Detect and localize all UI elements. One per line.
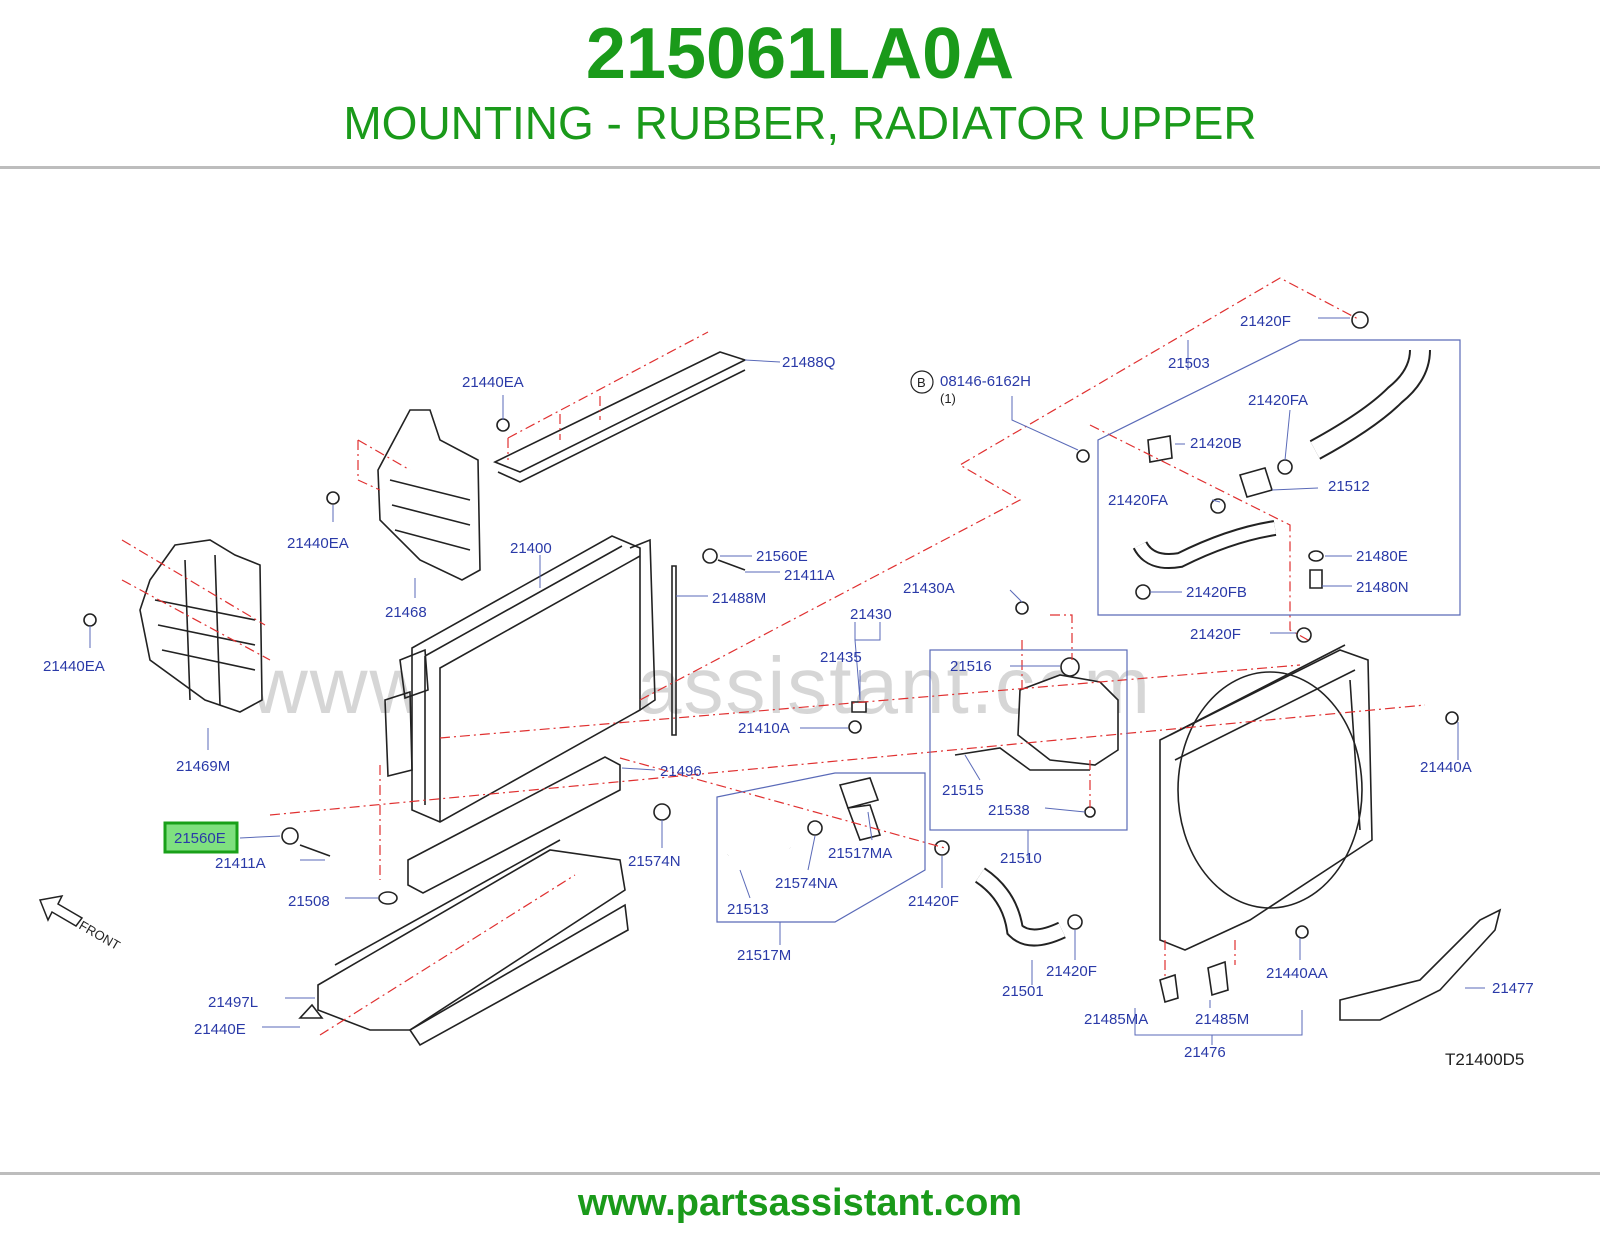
callout-21513: 21513 — [727, 901, 769, 918]
callout-21469M: 21469M — [176, 758, 230, 775]
callout-21430: 21430 — [850, 606, 892, 623]
callout-21496: 21496 — [660, 763, 702, 780]
callout-21574N: 21574N — [628, 853, 681, 870]
footer-divider — [0, 1172, 1600, 1175]
callout-21411A-top: 21411A — [784, 567, 835, 584]
callout-21480N: 21480N — [1356, 579, 1409, 596]
callout-21440EA-left: 21440EA — [43, 658, 105, 675]
leader-lines — [89, 317, 1485, 1045]
bolt-quantity: (1) — [940, 391, 956, 406]
callout-21488M: 21488M — [712, 590, 766, 607]
callout-21501: 21501 — [1002, 983, 1044, 1000]
callout-21516: 21516 — [950, 658, 992, 675]
grommet-21435 — [851, 701, 867, 713]
bolt-21430A — [1015, 601, 1029, 615]
callout-21476: 21476 — [1184, 1044, 1226, 1061]
callout-21411A-bottom: 21411A — [215, 855, 266, 872]
header-divider — [0, 166, 1600, 169]
callout-21538: 21538 — [988, 802, 1030, 819]
fan-shroud-21476 — [1159, 644, 1459, 1004]
callout-21410A: 21410A — [738, 720, 790, 737]
callout-21512: 21512 — [1328, 478, 1370, 495]
group-box-21517M — [716, 772, 926, 923]
callout-21420FA-top: 21420FA — [1248, 392, 1308, 409]
callout-21420FB: 21420FB — [1186, 584, 1247, 601]
air-guide-21468 — [357, 409, 481, 581]
callout-21440A: 21440A — [1420, 759, 1472, 776]
callout-21485MA: 21485MA — [1084, 1011, 1148, 1028]
lower-seal-21496 — [407, 756, 621, 894]
radiator-upper-seal-21488Q — [493, 331, 748, 483]
callout-21497L: 21497L — [208, 994, 258, 1011]
small-fasteners-left — [83, 418, 746, 1019]
air-guide-21469M — [121, 539, 271, 713]
callout-21508: 21508 — [288, 893, 330, 910]
callout-21440EA-mid: 21440EA — [287, 535, 349, 552]
highlight-box-21560E — [163, 821, 239, 854]
callout-21510: 21510 — [1000, 850, 1042, 867]
part-number-title: 215061LA0A — [585, 14, 1015, 94]
clamp-21420F-c — [934, 840, 950, 856]
seal-strip-21488M — [671, 565, 677, 736]
assembly-dashed-lines — [269, 277, 1426, 1036]
callout-21440EA-top: 21440EA — [462, 374, 524, 391]
bolt-marker-circle — [910, 370, 934, 394]
callout-21440AA: 21440AA — [1266, 965, 1328, 982]
group-box-21503 — [1097, 339, 1461, 616]
callout-21517M: 21517M — [737, 947, 791, 964]
callout-21468: 21468 — [385, 604, 427, 621]
hose-21501 — [974, 867, 1083, 947]
callout-21420FA-mid: 21420FA — [1108, 492, 1168, 509]
hose-21513 — [725, 840, 792, 860]
callout-21420B: 21420B — [1190, 435, 1242, 452]
callout-21477: 21477 — [1492, 980, 1534, 997]
callout-21435: 21435 — [820, 649, 862, 666]
callout-21420F-center: 21420F — [908, 893, 959, 910]
watermark: www.partsassistant.com — [250, 641, 1153, 730]
callout-21420F-top: 21420F — [1240, 313, 1291, 330]
callout-21515: 21515 — [942, 782, 984, 799]
footer-url[interactable]: www.partsassistant.com — [577, 1182, 1023, 1224]
callout-08146-6162H: 08146-6162H — [940, 373, 1031, 390]
callout-21503: 21503 — [1168, 355, 1210, 372]
callout-21488Q: 21488Q — [782, 354, 835, 371]
shroud-lower-21477 — [1339, 908, 1502, 1021]
lower-cover-21497L — [317, 839, 629, 1047]
front-direction-arrow: FRONT — [38, 894, 123, 953]
callout-21400: 21400 — [510, 540, 552, 557]
radiator-21400 — [384, 535, 656, 823]
callout-21574NA: 21574NA — [775, 875, 838, 892]
callout-21560E-highlighted: 21560E — [174, 830, 226, 847]
callout-21420F-bottom: 21420F — [1046, 963, 1097, 980]
part-description: MOUNTING - RUBBER, RADIATOR UPPER — [343, 97, 1257, 149]
bolt-marker-letter: B — [917, 375, 926, 390]
diagram-code: T21400D5 — [1445, 1050, 1524, 1069]
callout-21480E: 21480E — [1356, 548, 1408, 565]
hose-connector-21517MA — [838, 777, 882, 841]
callout-21485M: 21485M — [1195, 1011, 1249, 1028]
callout-21430A: 21430A — [903, 580, 955, 597]
callout-labels: 21488Q 21440EA 21440EA 21440EA 21468 214… — [43, 313, 1534, 1069]
callout-21420F-right: 21420F — [1190, 626, 1241, 643]
bolt-21410A — [848, 720, 862, 734]
callout-21560E-top: 21560E — [756, 548, 808, 565]
callout-21517MA: 21517MA — [828, 845, 892, 862]
clamp-21574NA — [807, 820, 823, 836]
callout-21440E: 21440E — [194, 1021, 246, 1038]
front-label: FRONT — [77, 918, 123, 953]
